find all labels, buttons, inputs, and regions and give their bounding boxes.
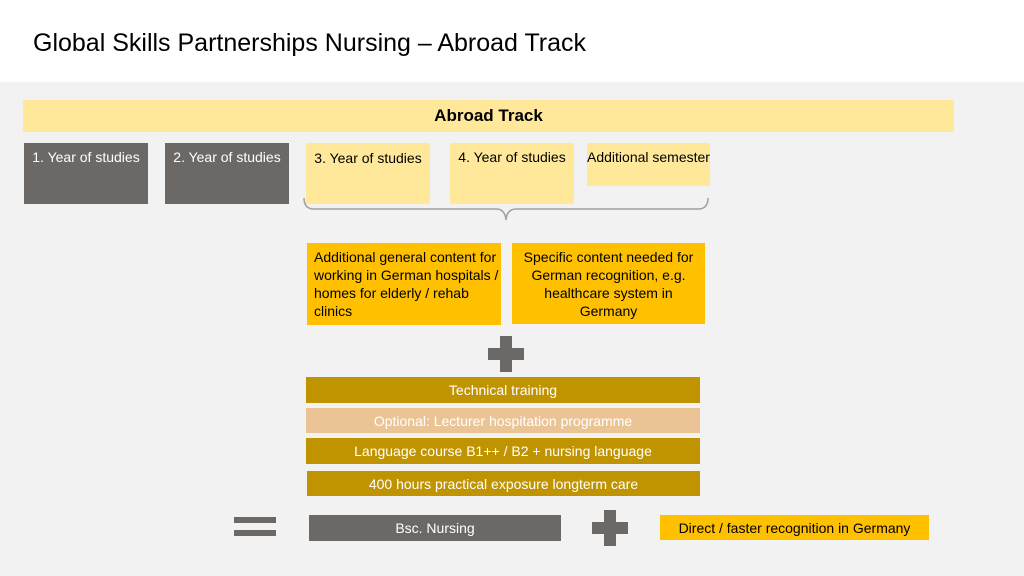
plus-icon-result [592,510,628,546]
bsc-nursing-bar: Bsc. Nursing [309,515,561,541]
header-bar [0,0,1024,82]
lecturer-hospitation-bar: Optional: Lecturer hospitation programme [306,408,700,433]
practical-exposure-bar: 400 hours practical exposure longterm ca… [307,471,700,496]
year-3-box: 3. Year of studies [306,143,430,204]
equals-icon [234,517,276,536]
brace-connector [303,197,709,221]
language-course-bar: Language course B1++ / B2 + nursing lang… [306,438,700,464]
recognition-box: Direct / faster recognition in Germany [660,515,929,540]
technical-training-bar: Technical training [306,377,700,403]
year-4-box: 4. Year of studies [450,143,574,204]
page-title: Global Skills Partnerships Nursing – Abr… [33,29,587,57]
year-1-box: 1. Year of studies [24,143,148,204]
year-2-box: 2. Year of studies [165,143,289,204]
general-content-box: Additional general content for working i… [307,243,501,325]
abroad-track-banner: Abroad Track [23,100,954,132]
specific-content-box: Specific content needed for German recog… [512,243,705,324]
additional-semester-box: Additional semester [587,143,710,186]
plus-icon [488,336,524,372]
